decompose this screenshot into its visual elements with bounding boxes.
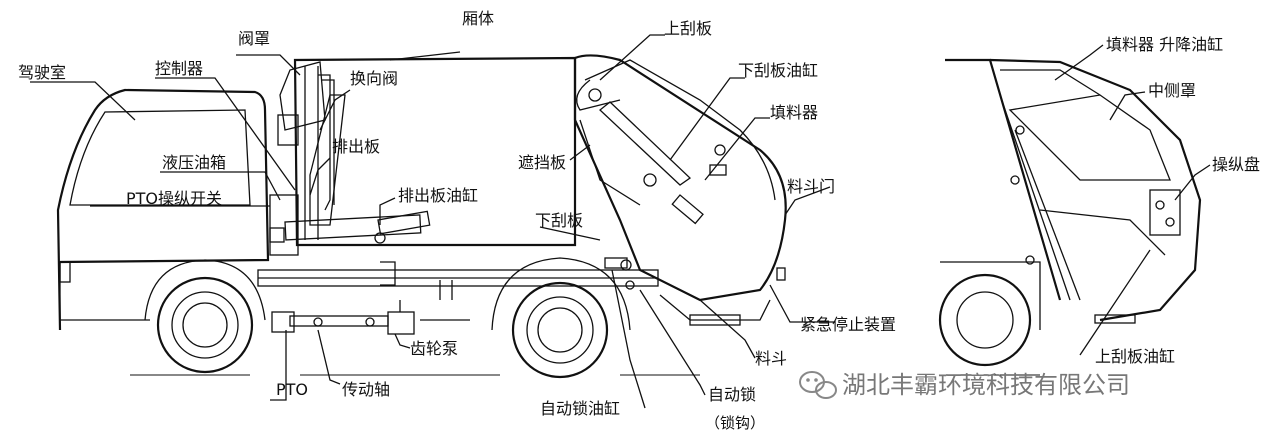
auto-lock-cylinder [604,257,628,269]
gear-pump [387,311,415,335]
watermark: 湖北丰霸环境科技有限公司 [799,371,1130,399]
discharge-plate [309,94,346,226]
front-wheel [156,276,254,374]
label-discharge-plate-cylinder: 排出板油缸 [398,186,478,205]
label-upper-scraper-cylinder: 上刮板油缸 [1095,347,1175,366]
truck-side-view [56,54,787,379]
label-auto-lock-cylinder: 自动锁油缸 [540,399,620,418]
box-body-outline [293,56,577,247]
filler-outline [573,54,787,302]
label-drive-shaft: 传动轴 [342,380,390,399]
labels: 驾驶室 阀罩 厢体 控制器 换向阀 上刮板 下刮板油缸 填料器 排出板 液压油箱… [18,9,1260,432]
baffle-plate [579,119,641,206]
label-emergency-stop: 紧急停止装置 [800,315,896,334]
label-baffle: 遮挡板 [518,153,566,172]
pto-unit [271,311,295,333]
label-auto-lock: 自动锁 [708,385,756,404]
middle-side-cover [1008,94,1171,181]
leader-lines [30,34,1211,409]
label-gear-pump: 齿轮泵 [410,339,458,358]
label-middle-side-cover: 中侧罩 [1148,81,1196,100]
drive-shaft [289,315,389,327]
auto-lock [620,259,632,271]
label-filler: 填料器 [770,103,818,122]
label-lower-scraper-cylinder: 下刮板油缸 [738,61,818,80]
truck-rear-view [938,58,1202,376]
label-reversing-valve: 换向阀 [350,69,398,88]
label-lock-hook: （锁钩） [705,414,765,432]
hydraulic-tank [269,194,299,256]
hopper [659,294,771,321]
control-panel [1149,189,1181,236]
emergency-stop-device [776,267,786,281]
label-lower-scraper: 下刮板 [535,211,583,230]
wechat-icon [799,371,837,399]
watermark-text: 湖北丰霸环境科技有限公司 [842,371,1130,399]
lower-scraper-cylinder [599,101,692,186]
label-valve-cover: 阀罩 [238,29,270,48]
filler-lift-cylinder-right [1000,69,1101,96]
rear-wheel [511,281,609,379]
label-hydraulic-tank: 液压油箱 [162,153,226,172]
discharge-plate-cylinder [284,214,422,241]
label-hopper-door: 料斗门 [787,177,835,196]
right-rear-wheel [938,273,1032,367]
upper-scraper [576,79,621,111]
label-discharge-plate: 排出板 [332,137,380,156]
label-cab: 驾驶室 [18,63,66,82]
upper-scraper-cylinder-right [1039,209,1166,256]
label-controller: 控制器 [155,59,203,78]
label-box-body: 厢体 [462,9,494,28]
label-hopper: 料斗 [755,349,787,368]
label-control-panel: 操纵盘 [1212,155,1260,174]
valve-cover [279,61,326,131]
label-upper-scraper: 上刮板 [664,19,712,38]
label-filler-lift-cylinder: 填料器 升降油缸 [1106,35,1223,54]
label-pto: PTO [276,380,308,399]
cab-outline [56,88,270,331]
label-pto-switch: PTO操纵开关 [126,189,222,208]
